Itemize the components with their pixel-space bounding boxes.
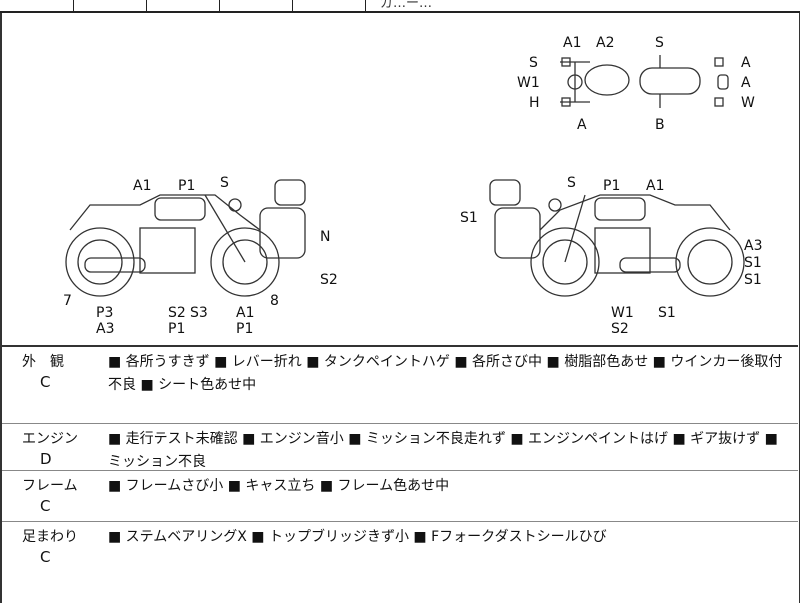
label-left: P3	[96, 305, 113, 321]
label-right: P1	[603, 178, 620, 194]
section-engine: エンジン D ■ 走行テスト未確認 ■ エンジン音小 ■ ミッション不良走れず …	[2, 424, 798, 471]
label-right: A3	[744, 238, 762, 254]
section-suspension: 足まわり C ■ ステムベアリングX ■ トップブリッジきず小 ■ Fフォークダ…	[2, 522, 798, 602]
grade-value: C	[40, 497, 51, 515]
category-label: フレーム	[22, 478, 78, 494]
label-left: A3	[96, 321, 114, 337]
label-top: W1	[517, 75, 540, 91]
header-table-strip: ガ…ー…	[0, 0, 800, 13]
label-right: A1	[646, 178, 664, 194]
label-left: P1	[236, 321, 253, 337]
label-right: S1	[460, 210, 478, 226]
section-exterior: 外 観 C ■ 各所うすきず ■ レバー折れ ■ タンクペイントハゲ ■ 各所さ…	[2, 347, 798, 424]
defect-list: ■ 走行テスト未確認 ■ エンジン音小 ■ ミッション不良走れず ■ エンジンペ…	[108, 431, 778, 470]
label-right: S2	[611, 321, 629, 337]
label-top: A	[741, 55, 751, 71]
motorcycle-diagrams: A1 A2 S S W1 H A B A A W A1 P1 S N S2 7 …	[63, 35, 762, 337]
label-top: W	[741, 95, 755, 111]
label-top: S	[655, 35, 664, 51]
label-left: S	[220, 175, 229, 191]
label-left: A1	[236, 305, 254, 321]
defect-list: ■ フレームさび小 ■ キャス立ち ■ フレーム色あせ中	[108, 478, 450, 494]
grade-value: D	[40, 450, 52, 468]
label-top: S	[529, 55, 538, 71]
category-label: エンジン	[22, 431, 78, 447]
label-top: A1	[563, 35, 581, 51]
table-cell-divider	[365, 0, 366, 11]
label-top: H	[529, 95, 540, 111]
motorcycle-right-side-view	[489, 179, 745, 297]
label-top: A	[577, 117, 587, 133]
category-label: 足まわり	[22, 529, 78, 545]
label-left: 7	[63, 293, 72, 309]
label-left: P1	[178, 178, 195, 194]
damage-diagram: A1 A2 S S W1 H A B A A W A1 P1 S N S2 7 …	[2, 13, 798, 347]
label-left: S2	[320, 272, 338, 288]
label-top: A	[741, 75, 751, 91]
table-cell-divider	[292, 0, 293, 11]
grade-value: C	[40, 373, 51, 391]
label-right: S1	[744, 255, 762, 271]
table-cell-divider	[146, 0, 147, 11]
label-top: B	[655, 117, 665, 133]
label-left: S2	[168, 305, 186, 321]
label-right: S	[567, 175, 576, 191]
label-left: S3	[190, 305, 208, 321]
defect-list: ■ 各所うすきず ■ レバー折れ ■ タンクペイントハゲ ■ 各所さび中 ■ 樹…	[108, 354, 783, 393]
label-right: S1	[744, 272, 762, 288]
label-left: P1	[168, 321, 185, 337]
label-right: S1	[658, 305, 676, 321]
motorcycle-top-view	[560, 55, 729, 108]
grade-value: C	[40, 548, 51, 566]
label-left: 8	[270, 293, 279, 309]
label-left: N	[320, 229, 330, 245]
motorcycle-left-side-view	[65, 179, 306, 297]
table-cell-divider	[219, 0, 220, 11]
category-label: 外 観	[22, 354, 64, 370]
label-right: W1	[611, 305, 634, 321]
cut-off-text: ガ…ー…	[380, 0, 433, 11]
defect-list: ■ ステムベアリングX ■ トップブリッジきず小 ■ Fフォークダストシールひび	[108, 529, 607, 545]
table-cell-divider	[73, 0, 74, 11]
section-frame: フレーム C ■ フレームさび小 ■ キャス立ち ■ フレーム色あせ中	[2, 471, 798, 522]
label-left: A1	[133, 178, 151, 194]
label-top: A2	[596, 35, 614, 51]
